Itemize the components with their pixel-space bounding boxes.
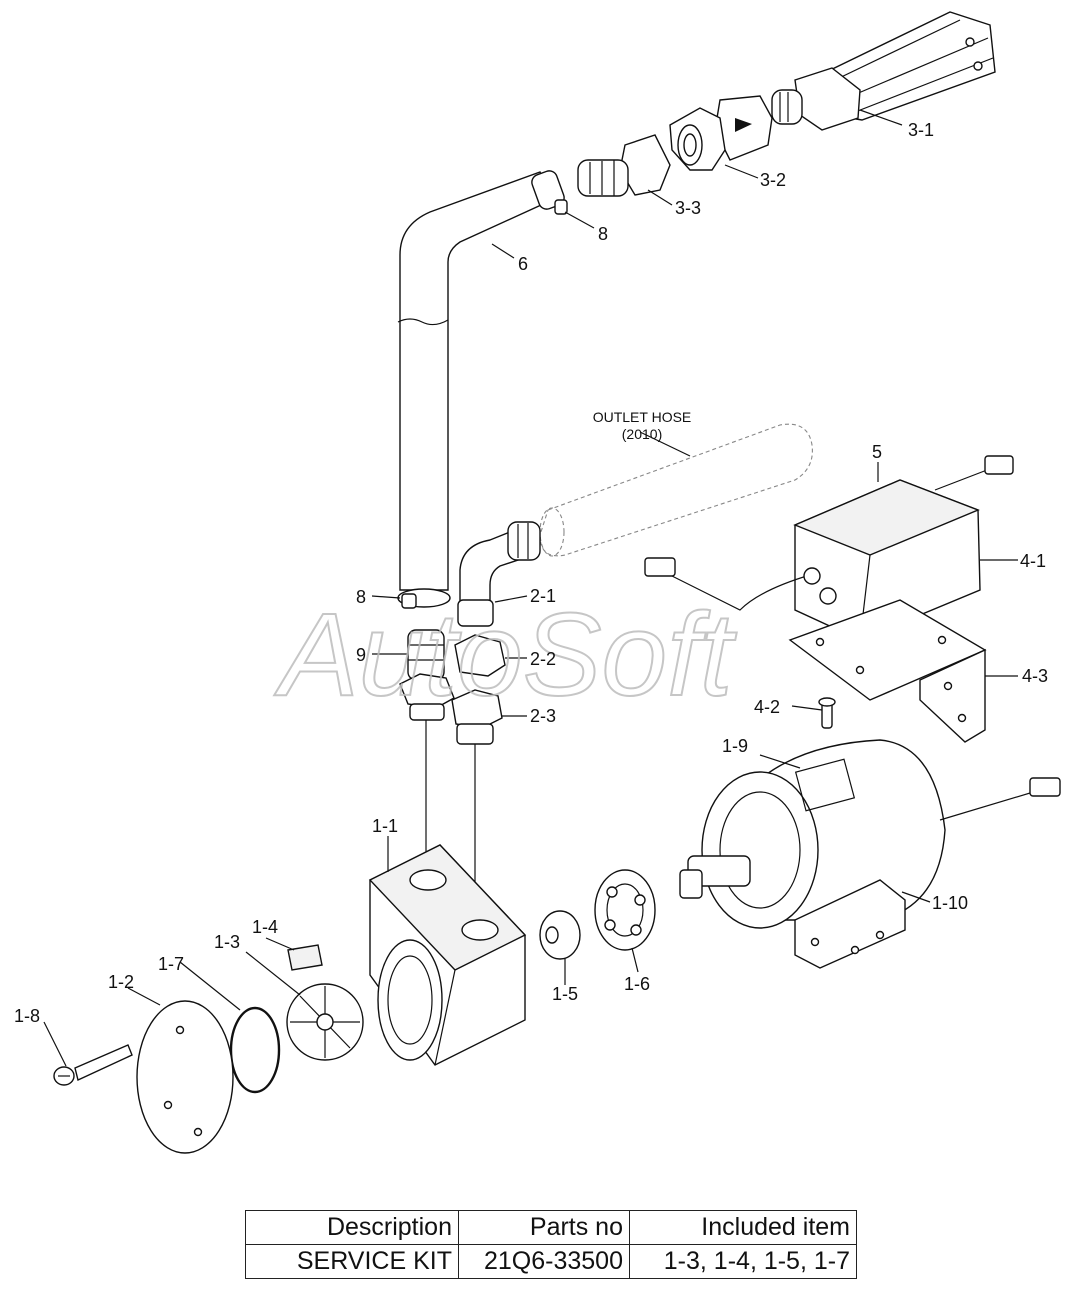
callout-3-2: 3-2 (760, 170, 786, 190)
part-2-1-elbow (457, 521, 541, 627)
callout-8-lower: 8 (356, 587, 366, 607)
callout-1-7: 1-7 (158, 954, 184, 974)
callout-1-4: 1-4 (252, 917, 278, 937)
part-2-2-nut (454, 634, 506, 677)
part-3-1-filter (771, 11, 996, 131)
header-description: Description (245, 1210, 459, 1245)
part-3-3-nipple (577, 134, 671, 197)
table-row: SERVICE KIT 21Q6-33500 1-3, 1-4, 1-5, 1-… (245, 1244, 857, 1279)
part-1-1-housing (368, 844, 527, 1066)
part-4-2-screw (818, 697, 836, 729)
cell-included-item: 1-3, 1-4, 1-5, 1-7 (629, 1244, 857, 1279)
callout-3-3: 3-3 (675, 198, 701, 218)
callout-4-3: 4-3 (1022, 666, 1048, 686)
leader-lines (43, 109, 1018, 1067)
callout-2-3: 2-3 (530, 706, 556, 726)
part-1-5-spacer (539, 910, 581, 960)
callout-1-8: 1-8 (14, 1006, 40, 1026)
callout-1-2: 1-2 (108, 972, 134, 992)
callout-2-1: 2-1 (530, 586, 556, 606)
part-6-hose (397, 170, 568, 591)
outlet-hose-year: (2010) (622, 426, 662, 442)
part-1-3-impeller (286, 983, 364, 1061)
callout-1-9: 1-9 (722, 736, 748, 756)
outlet-hose-label: OUTLET HOSE (593, 409, 692, 425)
header-included-item: Included item (629, 1210, 857, 1245)
callout-2-2: 2-2 (530, 649, 556, 669)
callout-1-3: 1-3 (214, 932, 240, 952)
header-parts-no: Parts no (458, 1210, 630, 1245)
callout-1-1: 1-1 (372, 816, 398, 836)
table-header-row: Description Parts no Included item (245, 1210, 857, 1245)
callout-1-5: 1-5 (552, 984, 578, 1004)
part-1-8-screw (53, 1044, 133, 1086)
callout-8-upper: 8 (598, 224, 608, 244)
part-3-2-check-valve (669, 95, 773, 171)
part-1-7-o-ring (229, 1006, 281, 1094)
part-4-3-bracket (788, 599, 987, 743)
service-kit-table: Description Parts no Included item SERVI… (245, 1210, 857, 1279)
part-1-9-motor (679, 739, 1061, 969)
callout-5: 5 (872, 442, 882, 462)
part-4-1-controller (644, 455, 1014, 641)
callout-4-2: 4-2 (754, 697, 780, 717)
part-1-6-bearing (594, 869, 656, 951)
part-1-4-key (287, 944, 323, 971)
part-1-2-cover (136, 1000, 234, 1154)
cell-description: SERVICE KIT (245, 1244, 459, 1279)
callout-6: 6 (518, 254, 528, 274)
callout-3-1: 3-1 (908, 120, 934, 140)
callout-4-1: 4-1 (1020, 551, 1046, 571)
outlet-hose-ghost (539, 423, 813, 557)
callout-1-6: 1-6 (624, 974, 650, 994)
part-9-barb (399, 629, 455, 721)
cell-parts-no: 21Q6-33500 (458, 1244, 630, 1279)
watermark: AutoSoft (274, 589, 737, 721)
callout-1-10: 1-10 (932, 893, 968, 913)
callout-9: 9 (356, 645, 366, 665)
